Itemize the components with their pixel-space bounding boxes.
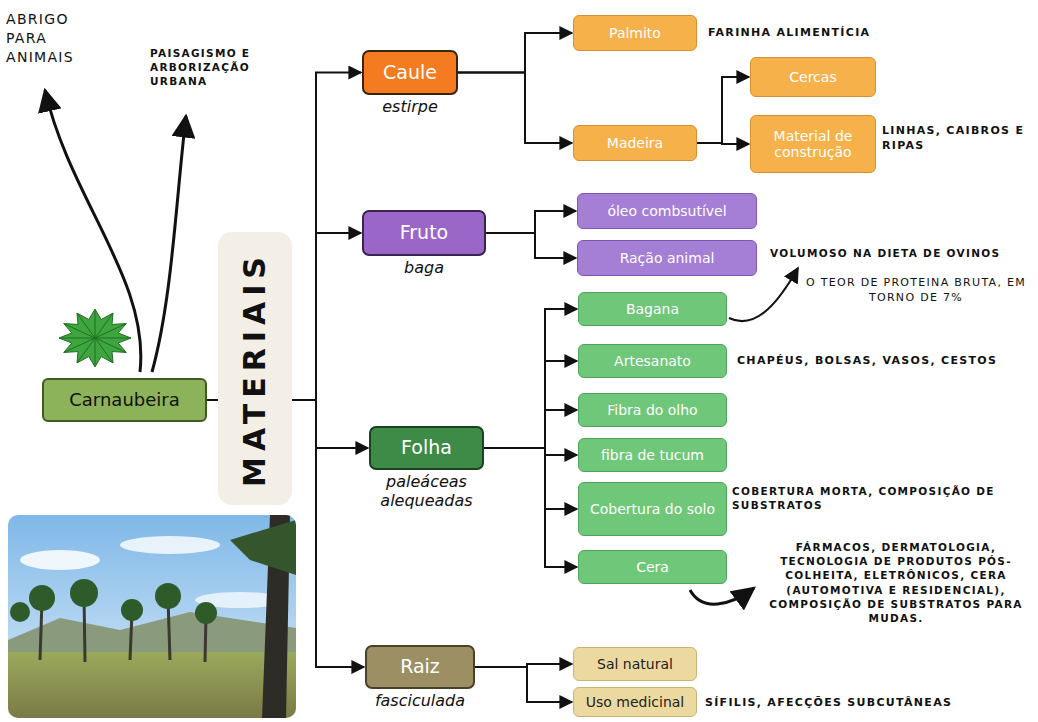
connector	[292, 400, 368, 448]
box-subtitle: fasciculada	[340, 691, 500, 710]
part-box: Folhapaleáceas alequeadas	[369, 426, 484, 470]
box-label: Ração animal	[616, 250, 719, 266]
box-label: óleo combsutível	[603, 203, 730, 219]
connector	[292, 233, 361, 400]
leader-arrow	[45, 90, 141, 372]
box-label: Bagana	[622, 301, 683, 317]
connector	[458, 73, 572, 144]
box-label: Cera	[632, 559, 673, 575]
box-label: Artesanato	[610, 353, 695, 369]
box-label: fibra de tucum	[597, 447, 708, 463]
box-subtitle: paleáceas alequeadas	[352, 472, 502, 510]
annotation-text: PAISAGISMO E ARBORIZAÇÃO URBANA	[150, 46, 282, 89]
part-box: Raizfasciculada	[365, 645, 475, 689]
palm-fan	[59, 309, 131, 367]
connector	[484, 309, 577, 448]
box-label: Cobertura do solo	[586, 501, 719, 517]
box-label: Material de construção	[751, 128, 875, 160]
connector	[484, 410, 577, 448]
use-box: óleo combsutível	[577, 193, 757, 229]
connector	[486, 211, 576, 233]
connector	[486, 233, 576, 258]
box-label: Folha	[397, 437, 456, 459]
connector	[484, 448, 577, 509]
use-box: Ração animal	[577, 240, 757, 276]
annotation-text: LINHAS, CAIBROS E RIPAS	[882, 124, 1032, 154]
box-subtitle: estirpe	[330, 97, 490, 116]
box-subtitle: baga	[344, 258, 504, 277]
box-label: Cercas	[785, 69, 840, 85]
box-label: Raiz	[396, 656, 444, 678]
connector	[207, 399, 218, 401]
use-box: Material de construção	[750, 115, 876, 173]
connector	[484, 448, 577, 567]
use-box: Bagana	[578, 292, 727, 326]
annotation-text: CHAPÉUS, BOLSAS, VASOS, CESTOS	[737, 354, 1032, 369]
box-label: Fruto	[396, 222, 452, 244]
use-box: Cera	[578, 550, 727, 584]
use-box: Madeira	[573, 125, 697, 161]
band-title: MATERIAIS	[238, 251, 273, 487]
annotation-text: O TEOR DE PROTEINA BRUTA, EM TORNO DE 7%	[800, 276, 1032, 306]
part-box: Cauleestirpe	[362, 50, 458, 95]
box-label: Caule	[379, 62, 441, 84]
root-box: Carnaubeira	[42, 378, 207, 422]
use-box: Cercas	[750, 57, 876, 97]
connector	[484, 361, 577, 448]
use-box: Artesanato	[578, 344, 727, 378]
box-label: Fibra do olho	[603, 402, 701, 418]
box-label: Uso medicinal	[582, 694, 689, 710]
connector	[292, 73, 361, 401]
annotation-text: FARINHA ALIMENTÍCIA	[708, 26, 1008, 41]
leader-arrow	[690, 588, 754, 604]
landscape-photo	[8, 515, 296, 718]
box-label: Sal natural	[593, 656, 677, 672]
use-box: Palmito	[573, 15, 697, 51]
use-box: Cobertura do solo	[578, 482, 727, 536]
box-label: Carnaubeira	[65, 390, 183, 411]
annotation-text: FÁRMACOS, DERMATOLOGIA, TECNOLOGIA DE PR…	[760, 540, 1032, 625]
connector	[697, 143, 749, 144]
annotation-text: ABRIGO PARA ANIMAIS	[6, 10, 80, 67]
box-label: Palmito	[605, 25, 665, 41]
use-box: Sal natural	[573, 647, 697, 681]
box-label: Madeira	[603, 135, 667, 151]
part-box: Frutobaga	[362, 210, 486, 256]
annotation-text: VOLUMOSO NA DIETA DE OVINOS	[770, 246, 1034, 260]
annotation-text: SÍFILIS, AFECÇÕES SUBCUTÂNEAS	[705, 696, 1032, 711]
leader-arrow	[152, 116, 186, 372]
palm-icon	[59, 309, 131, 367]
connector	[292, 400, 364, 667]
category-band: MATERIAIS	[218, 232, 292, 505]
use-box: Uso medicinal	[573, 687, 697, 717]
annotation-text: COBERTURA MORTA, COMPOSIÇÃO DE SUBSTRATO…	[732, 484, 1032, 512]
connector	[484, 448, 577, 455]
use-box: Fibra do olho	[578, 393, 727, 427]
connector	[475, 667, 572, 702]
connector	[458, 33, 572, 73]
use-box: fibra de tucum	[578, 438, 727, 472]
connector	[697, 77, 749, 143]
palm-veins	[59, 309, 131, 367]
